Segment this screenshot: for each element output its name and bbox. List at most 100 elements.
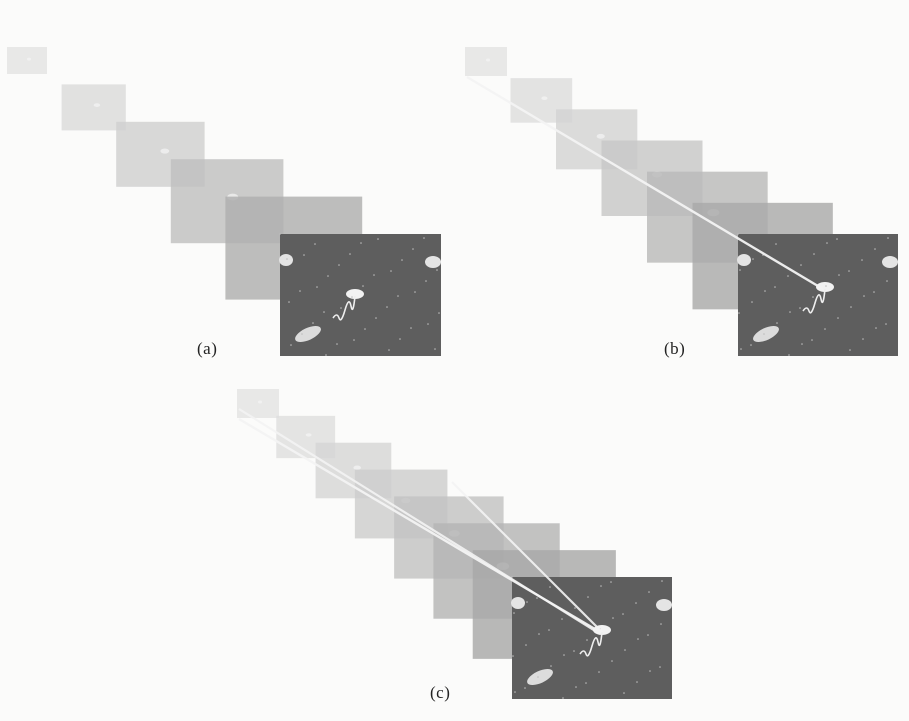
corner-blob bbox=[656, 599, 672, 611]
object-blob bbox=[486, 58, 491, 62]
speckle bbox=[873, 291, 875, 293]
speckle bbox=[586, 639, 588, 641]
speckle bbox=[774, 286, 776, 288]
speckle bbox=[838, 274, 840, 276]
corner-blob bbox=[425, 256, 441, 268]
speckle bbox=[525, 644, 527, 646]
speckle bbox=[874, 248, 876, 250]
speckle bbox=[659, 666, 661, 668]
corner-blob bbox=[737, 254, 751, 266]
galaxy-blob bbox=[753, 325, 779, 343]
trajectory-line bbox=[238, 408, 601, 635]
speckle bbox=[536, 597, 538, 599]
speckle bbox=[312, 322, 314, 324]
frame bbox=[7, 47, 47, 74]
caption-c: (c) bbox=[430, 683, 451, 702]
speckle bbox=[573, 650, 575, 652]
speckle bbox=[288, 301, 290, 303]
speckle bbox=[763, 333, 765, 335]
speckle bbox=[410, 327, 412, 329]
speckle bbox=[388, 349, 390, 351]
speckle bbox=[861, 259, 863, 261]
object-blob bbox=[258, 400, 263, 404]
object-blob bbox=[541, 96, 548, 100]
speckle bbox=[514, 691, 516, 693]
speckle bbox=[801, 343, 803, 345]
speckle bbox=[636, 681, 638, 683]
speckle bbox=[624, 649, 626, 651]
speckle bbox=[800, 264, 802, 266]
speckle bbox=[738, 312, 740, 314]
speckle bbox=[850, 306, 852, 308]
trajectory-line bbox=[451, 481, 603, 633]
speckle bbox=[740, 348, 742, 350]
speckle bbox=[849, 349, 851, 351]
speckle bbox=[739, 269, 741, 271]
speckle bbox=[600, 585, 602, 587]
speckle bbox=[649, 670, 651, 672]
speckle bbox=[648, 591, 650, 593]
speckle bbox=[563, 654, 565, 656]
speckle bbox=[789, 311, 791, 313]
speckle bbox=[375, 317, 377, 319]
frame bbox=[465, 47, 507, 76]
speckle bbox=[286, 258, 288, 260]
speckle bbox=[425, 280, 427, 282]
speckle bbox=[751, 301, 753, 303]
speckle bbox=[836, 238, 838, 240]
speckle bbox=[776, 322, 778, 324]
trajectory-line bbox=[466, 75, 824, 291]
speckle bbox=[574, 607, 576, 609]
speckle bbox=[323, 311, 325, 313]
speckle bbox=[336, 343, 338, 345]
speckle bbox=[813, 253, 815, 255]
corner-blob bbox=[511, 597, 525, 609]
speckle bbox=[526, 601, 528, 603]
speckle bbox=[647, 634, 649, 636]
speckle bbox=[848, 270, 850, 272]
object-highlight bbox=[816, 282, 834, 292]
speckle bbox=[511, 576, 513, 578]
speckle bbox=[612, 617, 614, 619]
speckle bbox=[863, 295, 865, 297]
object-highlight bbox=[346, 289, 364, 299]
speckle bbox=[610, 581, 612, 583]
speckle bbox=[585, 682, 587, 684]
speckle bbox=[598, 671, 600, 673]
speckle bbox=[316, 286, 318, 288]
speckle bbox=[837, 317, 839, 319]
speckle bbox=[622, 613, 624, 615]
speckle bbox=[299, 290, 301, 292]
speckle bbox=[587, 596, 589, 598]
speckle bbox=[360, 242, 362, 244]
speckle bbox=[611, 660, 613, 662]
speckle bbox=[764, 290, 766, 292]
speckle bbox=[875, 327, 877, 329]
speckle bbox=[885, 323, 887, 325]
object-blob bbox=[160, 148, 170, 154]
speckle bbox=[825, 285, 827, 287]
speckle bbox=[623, 692, 625, 694]
speckle bbox=[301, 333, 303, 335]
speckle bbox=[561, 618, 563, 620]
speckle bbox=[438, 312, 440, 314]
caption-b: (b) bbox=[664, 339, 686, 358]
speckle bbox=[327, 275, 329, 277]
speckle bbox=[414, 291, 416, 293]
speckle bbox=[353, 339, 355, 341]
speckle bbox=[538, 633, 540, 635]
object-blob bbox=[27, 57, 31, 61]
speckle bbox=[537, 676, 539, 678]
speckle bbox=[562, 697, 564, 699]
speckle bbox=[397, 295, 399, 297]
speckle bbox=[750, 344, 752, 346]
speckle bbox=[325, 354, 327, 356]
speckle bbox=[550, 665, 552, 667]
frame bbox=[61, 84, 126, 131]
speckle bbox=[364, 328, 366, 330]
caption-a: (a) bbox=[197, 339, 218, 358]
speckle bbox=[737, 233, 739, 235]
squiggle-path bbox=[802, 288, 826, 314]
speckle bbox=[637, 638, 639, 640]
